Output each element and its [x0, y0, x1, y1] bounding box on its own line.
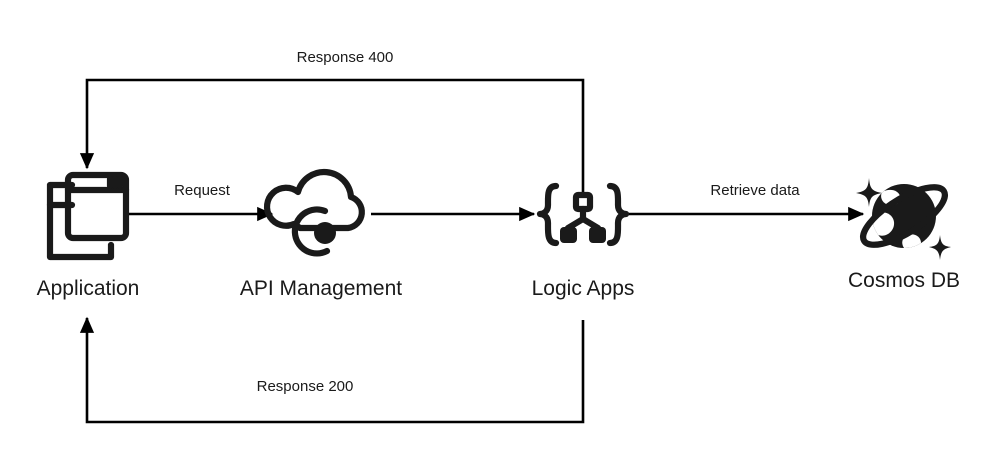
node-label-api-management: API Management [240, 277, 402, 300]
edge-label-response-400: Response 400 [297, 49, 394, 66]
connector-response-200 [79, 316, 585, 424]
planet-ring-icon [856, 178, 951, 260]
edge-label-response-200: Response 200 [257, 378, 354, 395]
cloud-gear-icon [263, 168, 365, 257]
node-label-application: Application [37, 277, 140, 300]
node-label-logic-apps: Logic Apps [532, 277, 635, 300]
node-label-cosmos-db: Cosmos DB [848, 269, 960, 292]
browser-window-icon [46, 171, 130, 261]
curly-braces-flow-icon [536, 182, 630, 247]
edge-label-retrieve-data: Retrieve data [710, 182, 800, 199]
connector-response-400 [79, 78, 585, 196]
edge-label-request: Request [174, 182, 231, 199]
